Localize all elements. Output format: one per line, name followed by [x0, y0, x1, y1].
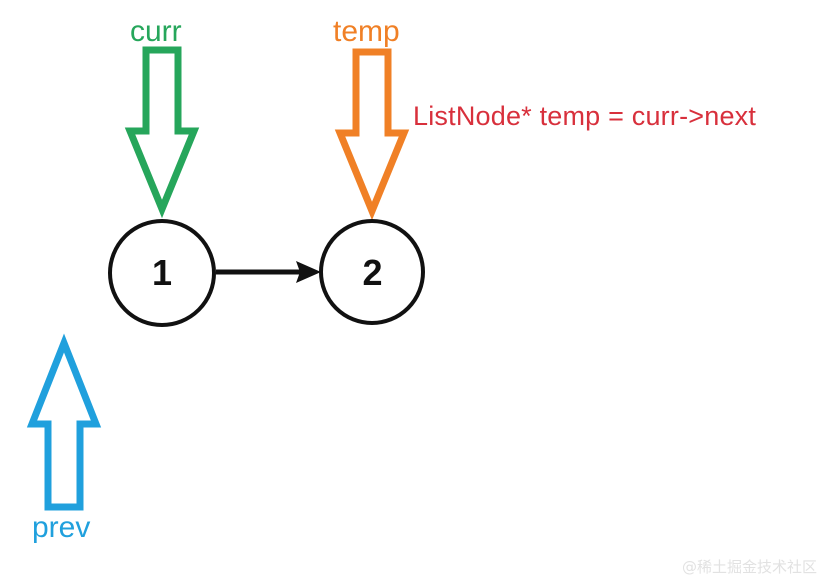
list-node-value-1: 1 [151, 252, 173, 293]
prev-pointer-label: prev [32, 511, 91, 544]
curr-pointer-arrow [124, 46, 200, 219]
list-node-circle-1 [108, 219, 216, 327]
temp-pointer-arrow [334, 48, 410, 221]
prev-pointer-arrow [26, 333, 102, 511]
code-statement: ListNode* temp = curr->next [413, 101, 757, 131]
list-node-value-2: 2 [362, 251, 383, 293]
curr-pointer-label: curr [130, 15, 182, 48]
watermark-text: @稀土掘金技术社区 [681, 558, 817, 576]
temp-pointer-label: temp [333, 15, 400, 48]
node-connector-arrowhead [296, 261, 321, 283]
